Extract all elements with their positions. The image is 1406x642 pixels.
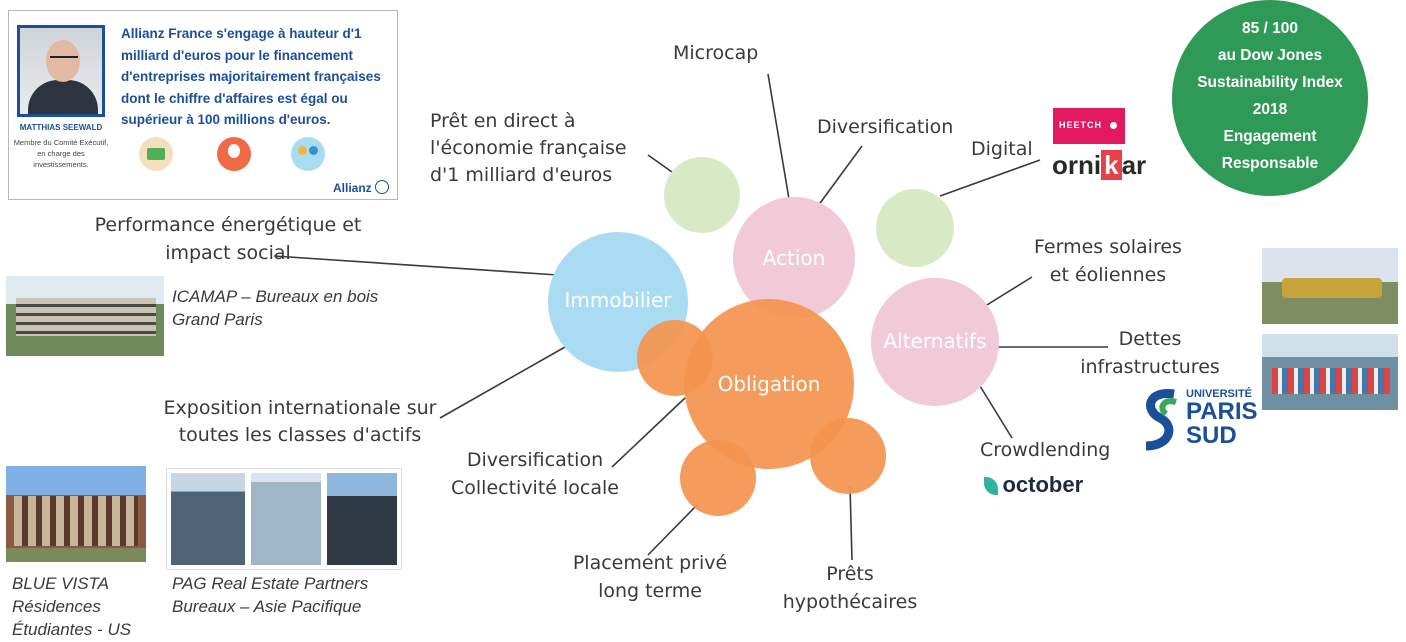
label-placement-1: Placement privé [572, 552, 728, 574]
badge-line1: au Dow Jones [1217, 47, 1323, 64]
paris-sud-s-icon [1145, 389, 1177, 451]
label-diversification-collectivite-1: Diversification [466, 449, 604, 471]
label-pret-direct-3: d'1 milliard d'euros [430, 164, 613, 186]
bubble-obligation-bottom [680, 440, 756, 516]
label-prets-2: hypothécaires [782, 591, 918, 613]
bubble-obligation [684, 299, 854, 469]
connector-digital [939, 159, 1041, 197]
bubble-action [733, 197, 855, 319]
caption-bluevista-1: BLUE VISTA [12, 574, 109, 593]
port-infrastructure-photo [1262, 334, 1398, 410]
badge-line2: Sustainability Index [1197, 74, 1343, 91]
bubble-label-obligation: Obligation [717, 372, 821, 396]
label-diversification-collectivite-2: Collectivité locale [451, 477, 619, 499]
dow-jones-badge: 85 / 100 au Dow Jones Sustainability Ind… [1172, 0, 1368, 196]
caption-icamap-2: Grand Paris [172, 310, 263, 329]
caption-bluevista-3: Étudiantes - US [12, 620, 132, 639]
allianz-logo: Allianz [333, 180, 389, 195]
icamap-building-photo [6, 276, 164, 356]
badge-year: 2018 [1252, 101, 1288, 118]
connector-microcap [767, 73, 791, 206]
badge-line3: Engagement [1223, 128, 1317, 145]
connector-exposition [439, 346, 566, 419]
connector-performance [273, 255, 559, 276]
card-person-name: MATTHIAS SEEWALD [19, 123, 103, 132]
connector-collectivite [611, 397, 686, 468]
label-exposition-2: toutes les classes d'actifs [178, 424, 422, 446]
bubble-label-immobilier: Immobilier [564, 288, 672, 312]
label-prets-1: Prêts [826, 563, 874, 585]
bubble-alternatifs [871, 278, 999, 406]
label-diversification-action: Diversification [817, 116, 954, 138]
badge-line4: Responsable [1221, 155, 1319, 172]
label-pret-direct-2: l'économie française [430, 137, 627, 159]
heetch-logo: HEETCH [1053, 108, 1125, 144]
label-microcap: Microcap [673, 42, 759, 64]
october-leaf-icon [984, 477, 998, 495]
bubble-obligation-right [810, 418, 886, 494]
label-digital: Digital [971, 138, 1033, 160]
allianz-info-card: MATTHIAS SEEWALD Membre du Comité Exécut… [8, 10, 398, 200]
label-placement-2: long terme [598, 580, 702, 602]
connector-placement [647, 504, 698, 556]
label-performance-2: impact social [165, 242, 291, 264]
caption-bluevista-2: Résidences [12, 597, 101, 616]
universite-paris-sud-logo: UNIVERSITÉ PARIS SUD [1140, 386, 1260, 452]
connector-diversification-action [814, 145, 863, 211]
label-exposition-1: Exposition internationale sur [163, 397, 437, 419]
caption-pag-2: Bureaux – Asie Pacifique [172, 597, 362, 616]
bluevista-building-photo [6, 466, 146, 562]
label-fermes-1: Fermes solaires [1034, 236, 1182, 258]
bubble-label-action: Action [762, 246, 826, 270]
label-dettes-1: Dettes [1118, 328, 1182, 350]
card-statement: Allianz France s'engage à hauteur d'1 mi… [121, 26, 381, 127]
bubble-microcap-small [664, 157, 740, 233]
connector-pret-direct [647, 154, 673, 173]
bubble-digital-small [876, 189, 954, 267]
label-performance-1: Performance énergétique et [94, 214, 362, 236]
label-crowdlending: Crowdlending [980, 439, 1111, 461]
bubble-obligation-left [637, 320, 713, 396]
badge-score: 85 / 100 [1241, 20, 1299, 37]
connector-crowdlending [979, 385, 1013, 439]
label-dettes-2: infrastructures [1080, 356, 1220, 378]
connector-prets [849, 485, 853, 561]
money-icon [139, 137, 173, 171]
label-pret-direct-1: Prêt en direct à [430, 110, 576, 132]
connector-fermes [981, 276, 1033, 309]
people-icon [291, 137, 325, 171]
card-person-role: Membre du Comité Exécutif, en charge des… [13, 138, 109, 169]
caption-pag-1: PAG Real Estate Partners [172, 574, 369, 593]
label-fermes-2: et éoliennes [1049, 264, 1167, 286]
solar-farm-photo [1262, 248, 1398, 324]
bubble-label-alternatifs: Alternatifs [883, 329, 987, 353]
portrait-photo [17, 25, 105, 117]
caption-icamap-1: ICAMAP – Bureaux en bois [172, 287, 379, 306]
pag-towers-photo [166, 468, 402, 570]
idea-icon [217, 137, 251, 171]
october-logo: october [984, 472, 1083, 498]
